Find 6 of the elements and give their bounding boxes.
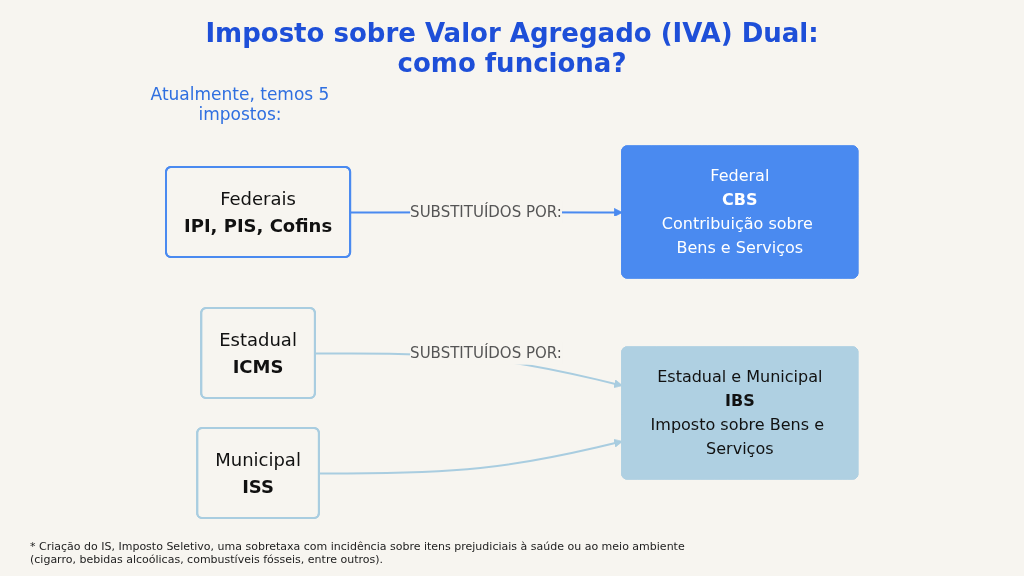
title: Imposto sobre Valor Agregado (IVA) Dual: como funciona? (204, 18, 820, 78)
edge-label: SUBSTITUÍDOS POR: (410, 202, 562, 221)
subheading: Atualmente, temos 5 impostos: (149, 84, 331, 124)
arrow (318, 438, 623, 475)
footnote: * Criação do IS, Imposto Seletivo, uma sobretaxa com incidência sobre itens prejudiciais à saúde ou ao meio ambiente (cigarro, bebidas alcoólicas, combustíveis fósseis, entre outros). (30, 540, 686, 566)
edge-label: SUBSTITUÍDOS POR: (410, 343, 562, 362)
